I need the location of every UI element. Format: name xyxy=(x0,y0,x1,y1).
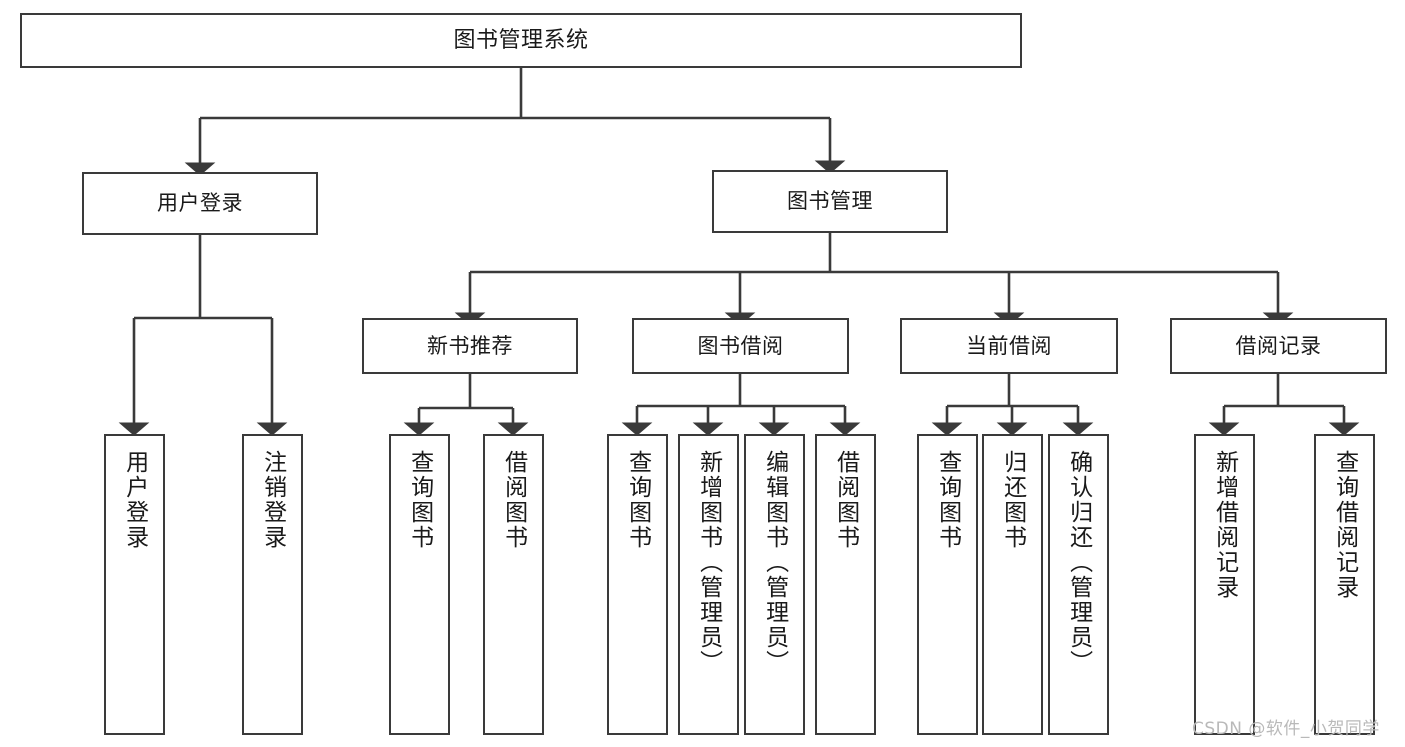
node-leaf-query-book-1[interactable]: 查询图书 xyxy=(389,434,450,735)
node-leaf-edit-book-label: 编辑图书（管理员） xyxy=(761,450,788,675)
node-leaf-add-book[interactable]: 新增图书（管理员） xyxy=(678,434,739,735)
node-user-login-label: 用户登录 xyxy=(157,191,243,216)
node-new-book-recommend[interactable]: 新书推荐 xyxy=(362,318,578,374)
node-leaf-query-record[interactable]: 查询借阅记录 xyxy=(1314,434,1375,735)
node-borrow-record-label: 借阅记录 xyxy=(1235,333,1322,358)
node-leaf-borrow-book-2-label: 借阅图书 xyxy=(832,450,859,550)
node-root-label: 图书管理系统 xyxy=(453,27,589,53)
node-leaf-logout-login[interactable]: 注销登录 xyxy=(242,434,303,735)
node-current-borrow[interactable]: 当前借阅 xyxy=(900,318,1118,374)
node-leaf-borrow-book-1-label: 借阅图书 xyxy=(500,450,527,550)
node-leaf-return-book[interactable]: 归还图书 xyxy=(982,434,1043,735)
watermark-text: CSDN @软件_小贺同学 xyxy=(1192,719,1380,739)
node-leaf-confirm-return[interactable]: 确认归还（管理员） xyxy=(1048,434,1109,735)
node-leaf-user-login-label: 用户登录 xyxy=(121,450,148,550)
node-book-borrow-label: 图书借阅 xyxy=(697,333,784,358)
node-leaf-borrow-book-1[interactable]: 借阅图书 xyxy=(483,434,544,735)
node-leaf-edit-book[interactable]: 编辑图书（管理员） xyxy=(744,434,805,735)
node-leaf-add-record[interactable]: 新增借阅记录 xyxy=(1194,434,1255,735)
node-leaf-return-book-label: 归还图书 xyxy=(999,450,1026,550)
node-leaf-query-book-2[interactable]: 查询图书 xyxy=(607,434,668,735)
node-leaf-query-book-2-label: 查询图书 xyxy=(624,450,651,550)
node-current-borrow-label: 当前借阅 xyxy=(966,333,1052,358)
node-user-login[interactable]: 用户登录 xyxy=(82,172,318,235)
node-leaf-add-record-label: 新增借阅记录 xyxy=(1211,450,1238,600)
node-book-borrow[interactable]: 图书借阅 xyxy=(632,318,849,374)
node-leaf-user-login[interactable]: 用户登录 xyxy=(104,434,165,735)
node-root[interactable]: 图书管理系统 xyxy=(20,13,1022,68)
node-leaf-query-book-3[interactable]: 查询图书 xyxy=(917,434,978,735)
node-book-management[interactable]: 图书管理 xyxy=(712,170,948,233)
node-leaf-query-book-3-label: 查询图书 xyxy=(934,450,961,550)
node-borrow-record[interactable]: 借阅记录 xyxy=(1170,318,1387,374)
node-book-management-label: 图书管理 xyxy=(787,189,873,214)
node-leaf-logout-login-label: 注销登录 xyxy=(259,450,286,550)
node-new-book-recommend-label: 新书推荐 xyxy=(427,333,513,358)
node-leaf-query-record-label: 查询借阅记录 xyxy=(1331,450,1358,600)
node-leaf-borrow-book-2[interactable]: 借阅图书 xyxy=(815,434,876,735)
node-leaf-query-book-1-label: 查询图书 xyxy=(406,450,433,550)
node-leaf-add-book-label: 新增图书（管理员） xyxy=(695,450,722,675)
node-leaf-confirm-return-label: 确认归还（管理员） xyxy=(1065,450,1092,675)
